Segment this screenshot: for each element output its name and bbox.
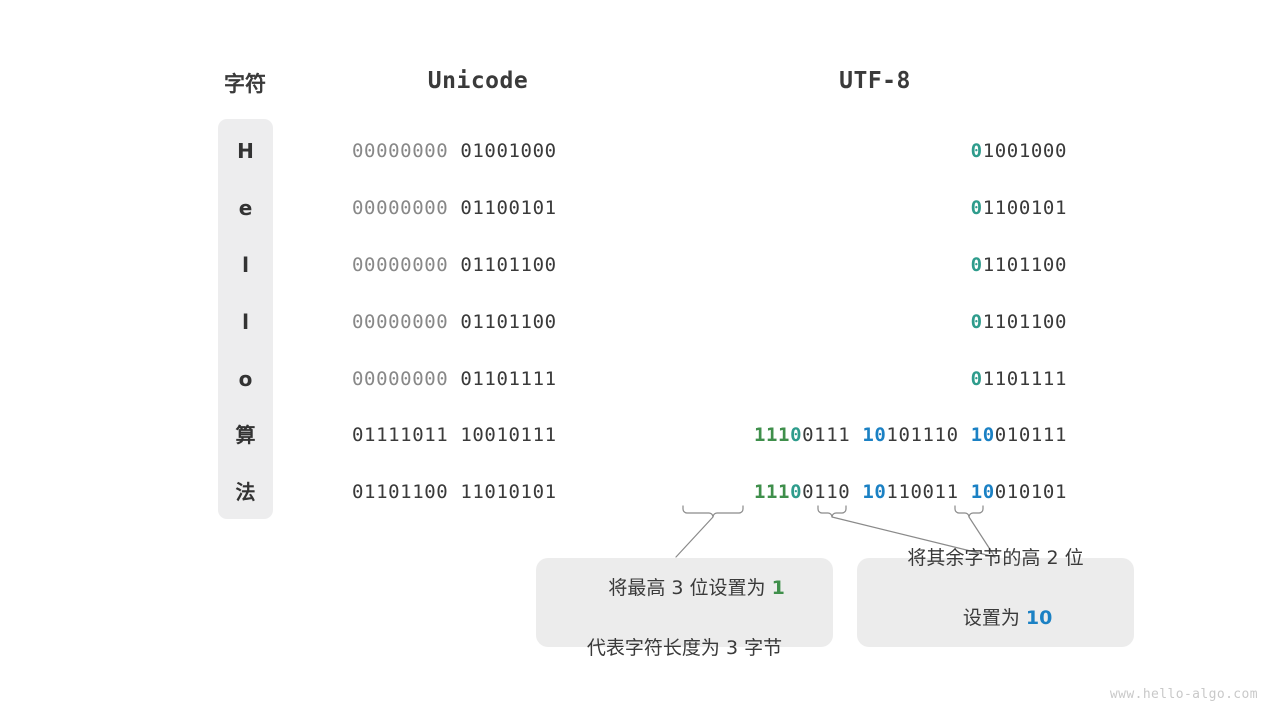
utf8-payload-bits: 1100101 xyxy=(982,197,1067,219)
unicode-value: 00000000 01100101 xyxy=(352,197,557,219)
utf8-marker-bits: 0 xyxy=(970,254,983,276)
char-cell: e xyxy=(238,196,253,220)
callout-first-byte-line1: 将最高 3 位设置为 1 xyxy=(584,543,785,633)
unicode-low-byte: 10010111 xyxy=(460,424,557,446)
unicode-high-byte: 00000000 xyxy=(352,197,461,219)
unicode-low-byte: 11010101 xyxy=(460,481,557,503)
utf8-marker-bits: 0 xyxy=(970,368,983,390)
char-cell: H xyxy=(237,139,254,163)
callout-continuation-text-a: 设置为 xyxy=(962,606,1026,629)
utf8-marker-bits: 0 xyxy=(970,140,983,162)
unicode-high-byte: 01111011 xyxy=(352,424,461,446)
utf8-payload-bits: 1101111 xyxy=(982,368,1067,390)
unicode-high-byte: 00000000 xyxy=(352,368,461,390)
unicode-high-byte: 00000000 xyxy=(352,140,461,162)
watermark: www.hello-algo.com xyxy=(1109,687,1258,702)
unicode-low-byte: 01101100 xyxy=(460,254,557,276)
utf8-marker-bits-secondary: 0 xyxy=(790,424,803,446)
callout-continuation-line2: 设置为 10 xyxy=(939,573,1053,663)
utf8-value: 01101100 xyxy=(0,311,1067,333)
utf8-payload-bits: 101110 xyxy=(886,424,959,446)
unicode-high-byte: 00000000 xyxy=(352,311,461,333)
utf8-payload-bits: 1101100 xyxy=(982,254,1067,276)
unicode-low-byte: 01001000 xyxy=(460,140,557,162)
callout-first-byte-value: 1 xyxy=(771,576,785,599)
char-cell: l xyxy=(242,253,249,277)
utf8-value: 11100111 10101110 10010111 xyxy=(0,424,1067,446)
utf8-value: 01100101 xyxy=(0,197,1067,219)
unicode-high-byte: 00000000 xyxy=(352,254,461,276)
utf8-byte-gap xyxy=(850,481,862,503)
callout-continuation-line1: 将其余字节的高 2 位 xyxy=(907,546,1084,569)
utf8-payload-bits: 1101100 xyxy=(982,311,1067,333)
character-column-background xyxy=(218,119,273,519)
utf8-value: 01101111 xyxy=(0,368,1067,390)
char-cell: 法 xyxy=(235,480,256,504)
utf8-payload-bits: 0111 xyxy=(802,424,851,446)
char-cell: o xyxy=(238,367,253,391)
utf8-value: 11100110 10110011 10010101 xyxy=(0,481,1067,503)
callout-first-byte: 将最高 3 位设置为 1 代表字符长度为 3 字节 xyxy=(536,558,833,659)
utf8-marker-bits: 0 xyxy=(970,311,983,333)
utf8-marker-bits: 111 xyxy=(753,481,791,503)
header-utf8: UTF-8 xyxy=(839,68,911,94)
unicode-high-byte: 01101100 xyxy=(352,481,461,503)
utf8-marker-bits: 10 xyxy=(862,481,887,503)
utf8-marker-bits: 10 xyxy=(970,424,995,446)
unicode-value: 01111011 10010111 xyxy=(352,424,557,446)
utf8-byte-gap xyxy=(959,424,971,446)
unicode-value: 00000000 01001000 xyxy=(352,140,557,162)
unicode-low-byte: 01101100 xyxy=(460,311,557,333)
char-cell: 算 xyxy=(235,423,256,447)
char-cell: l xyxy=(242,310,249,334)
utf8-marker-bits: 0 xyxy=(970,197,983,219)
utf8-byte-gap xyxy=(850,424,862,446)
utf8-marker-bits: 10 xyxy=(970,481,995,503)
callout-first-byte-line2: 代表字符长度为 3 字节 xyxy=(586,636,783,659)
callout-continuation-value: 10 xyxy=(1025,606,1053,629)
callout-continuation-bytes: 将其余字节的高 2 位 设置为 10 xyxy=(857,547,1134,647)
utf8-marker-bits: 10 xyxy=(862,424,887,446)
brace-second-byte xyxy=(817,505,847,518)
utf8-payload-bits: 1001000 xyxy=(982,140,1067,162)
utf8-payload-bits: 0110 xyxy=(802,481,851,503)
unicode-low-byte: 01100101 xyxy=(460,197,557,219)
unicode-low-byte: 01101111 xyxy=(460,368,557,390)
unicode-value: 00000000 01101100 xyxy=(352,311,557,333)
brace-first-byte xyxy=(682,505,744,518)
header-char: 字符 xyxy=(224,72,266,96)
header-unicode: Unicode xyxy=(427,68,529,94)
callout-first-byte-text-a: 将最高 3 位设置为 xyxy=(608,576,772,599)
utf8-value: 01001000 xyxy=(0,140,1067,162)
utf8-byte-gap xyxy=(959,481,971,503)
utf8-payload-bits: 110011 xyxy=(886,481,959,503)
utf8-value: 01101100 xyxy=(0,254,1067,276)
utf8-payload-bits: 010111 xyxy=(994,424,1067,446)
brace-third-byte xyxy=(954,505,984,518)
unicode-value: 00000000 01101111 xyxy=(352,368,557,390)
unicode-value: 00000000 01101100 xyxy=(352,254,557,276)
utf8-marker-bits: 111 xyxy=(753,424,791,446)
utf8-payload-bits: 010101 xyxy=(994,481,1067,503)
unicode-value: 01101100 11010101 xyxy=(352,481,557,503)
utf8-marker-bits-secondary: 0 xyxy=(790,481,803,503)
